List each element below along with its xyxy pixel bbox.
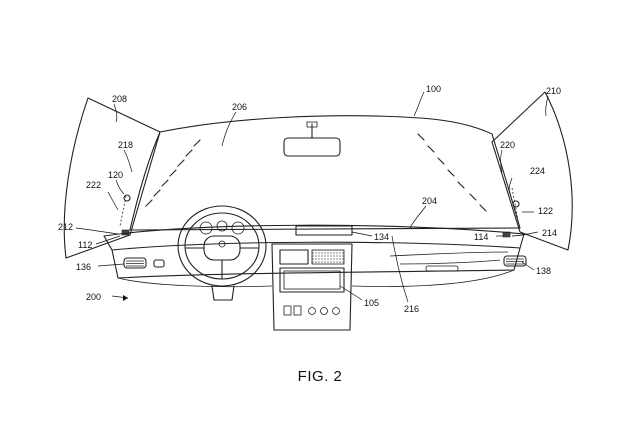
ref-212: 212 bbox=[58, 222, 73, 232]
center-console bbox=[271, 243, 353, 331]
ref-224: 224 bbox=[530, 166, 545, 176]
ref-122: 122 bbox=[538, 206, 553, 216]
leader-lines bbox=[75, 91, 549, 303]
ref-114: 114 bbox=[474, 232, 488, 242]
ref-100: 100 bbox=[426, 84, 441, 94]
ref-206: 206 bbox=[232, 102, 247, 112]
left-air-vent bbox=[123, 257, 165, 269]
defroster-lines-left bbox=[145, 139, 201, 207]
ref-214: 214 bbox=[542, 228, 557, 238]
ref-136: 136 bbox=[76, 262, 91, 272]
ref-112: 112 bbox=[78, 240, 92, 250]
ref-105: 105 bbox=[364, 298, 379, 308]
ref-218: 218 bbox=[118, 140, 133, 150]
right-air-vent bbox=[503, 255, 527, 267]
ref-134: 134 bbox=[374, 232, 389, 242]
right-window-panel bbox=[491, 91, 573, 251]
windshield bbox=[129, 115, 521, 231]
ref-138: 138 bbox=[536, 266, 551, 276]
ref-200: 200 bbox=[86, 292, 101, 302]
ref-216: 216 bbox=[404, 304, 419, 314]
left-pillar-sensor bbox=[119, 194, 131, 236]
reference-labels: 100 206 208 210 218 220 120 222 224 122 … bbox=[58, 84, 561, 314]
ref-204: 204 bbox=[422, 196, 437, 206]
ref-220: 220 bbox=[500, 140, 515, 150]
figure-caption: FIG. 2 bbox=[297, 368, 343, 385]
ref-222: 222 bbox=[86, 180, 101, 190]
ref-120: 120 bbox=[108, 170, 123, 180]
ref-210: 210 bbox=[546, 86, 561, 96]
left-window-panel bbox=[63, 97, 161, 259]
ref-208: 208 bbox=[112, 94, 127, 104]
steering-wheel bbox=[177, 205, 267, 301]
defroster-lines-right bbox=[417, 133, 487, 212]
